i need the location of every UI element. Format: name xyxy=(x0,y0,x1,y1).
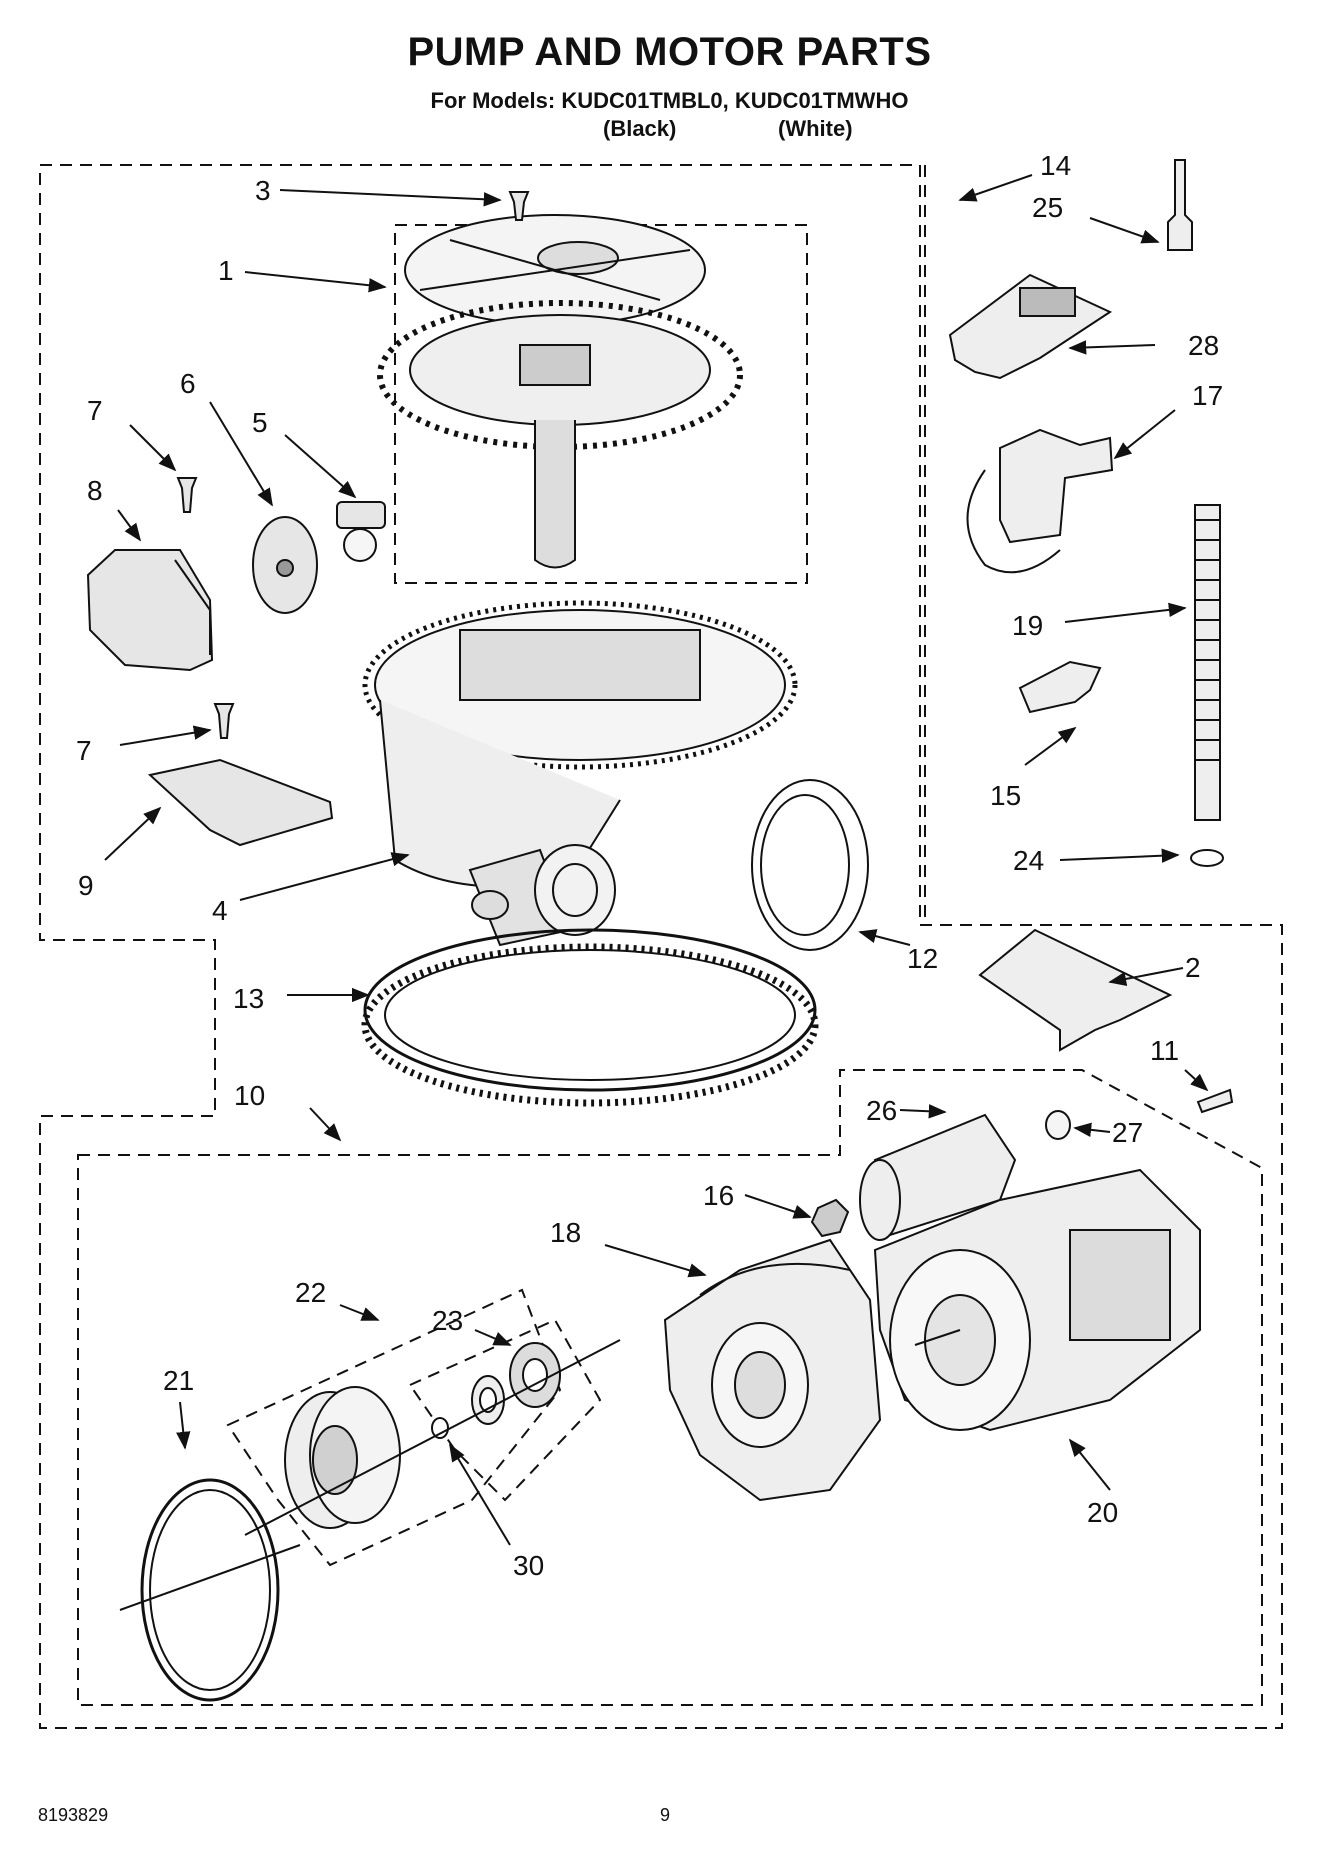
models-subtitle: For Models: KUDC01TMBL0, KUDC01TMWHO xyxy=(430,88,909,113)
callout-27: 27 xyxy=(1112,1117,1143,1148)
callout-4: 4 xyxy=(212,895,228,926)
part-9-bracket xyxy=(147,758,334,847)
page-number: 9 xyxy=(660,1805,671,1825)
callout-22: 22 xyxy=(295,1277,326,1308)
sump-pump-channel xyxy=(459,629,701,701)
color-label-white: (White) xyxy=(778,116,853,141)
callout-9: 9 xyxy=(78,870,94,901)
impeller-parts xyxy=(119,1339,621,1702)
callout-6: 6 xyxy=(180,368,196,399)
callout-7-upper: 7 xyxy=(87,395,103,426)
callout-28: 28 xyxy=(1188,330,1219,361)
lower-pump-boundary xyxy=(77,1069,1263,1706)
filter-base-ring xyxy=(377,300,743,450)
part-30-washer xyxy=(431,1417,449,1439)
callout-14: 14 xyxy=(1040,150,1071,181)
filter-stem xyxy=(534,420,576,569)
seal-group-boundary xyxy=(408,1318,602,1502)
part-5-clip xyxy=(336,501,386,529)
callout-17: 17 xyxy=(1192,380,1223,411)
callout-2: 2 xyxy=(1185,952,1201,983)
part-24-clamp xyxy=(1190,849,1224,867)
callout-15: 15 xyxy=(990,780,1021,811)
page-title: PUMP AND MOTOR PARTS xyxy=(407,30,932,74)
screw-7-upper xyxy=(176,477,198,513)
gasket-12 xyxy=(751,779,869,951)
document-number: 8193829 xyxy=(38,1805,109,1825)
part-2-shield xyxy=(978,928,1173,1052)
part-21-ring xyxy=(140,1478,280,1702)
callout-30: 30 xyxy=(513,1550,544,1581)
right-column-parts xyxy=(948,159,1234,1114)
screw-3 xyxy=(508,191,530,221)
filter-hub xyxy=(519,344,591,386)
screw-11 xyxy=(1196,1088,1234,1114)
pump-housing-18 xyxy=(663,1238,882,1502)
callout-8: 8 xyxy=(87,475,103,506)
callout-13: 13 xyxy=(233,983,264,1014)
callout-10: 10 xyxy=(234,1080,265,1111)
callout-16: 16 xyxy=(703,1180,734,1211)
filter-assembly xyxy=(377,214,743,569)
part-27-cap xyxy=(1045,1110,1071,1140)
part-17-switch xyxy=(999,428,1114,544)
callout-11: 11 xyxy=(1150,1035,1179,1066)
callout-24: 24 xyxy=(1013,845,1044,876)
impeller-group-boundary xyxy=(226,1288,562,1567)
callout-1: 1 xyxy=(218,255,234,286)
part-19-hose xyxy=(1194,504,1221,821)
callout-7-lower: 7 xyxy=(76,735,92,766)
motor-assembly xyxy=(810,1110,1201,1432)
callout-12: 12 xyxy=(907,943,938,974)
color-label-black: (Black) xyxy=(603,116,677,141)
callout-26: 26 xyxy=(866,1095,897,1126)
callout-23: 23 xyxy=(432,1305,463,1336)
callout-25: 25 xyxy=(1032,192,1063,223)
upper-left-boundary xyxy=(39,164,1283,1729)
filter-cover-hub xyxy=(537,241,619,275)
part-8-housing xyxy=(86,549,214,672)
left-small-parts xyxy=(86,191,530,847)
callout-arrows xyxy=(104,174,1209,1546)
callout-20: 20 xyxy=(1087,1497,1118,1528)
part-16-nut xyxy=(810,1198,850,1238)
callout-18: 18 xyxy=(550,1217,581,1248)
callout-21: 21 xyxy=(163,1365,194,1396)
screw-7-lower xyxy=(213,703,235,739)
seal-ring-13 xyxy=(361,928,819,1107)
callout-19: 19 xyxy=(1012,610,1043,641)
sump-assembly xyxy=(362,600,798,947)
callout-3: 3 xyxy=(255,175,271,206)
callout-5: 5 xyxy=(252,407,268,438)
callout-labels: 3 1 7 6 5 8 7 9 4 12 13 10 2 11 14 25 28… xyxy=(76,150,1223,1581)
part-15-bracket xyxy=(1018,660,1102,714)
part-25-sensor xyxy=(1167,159,1193,251)
